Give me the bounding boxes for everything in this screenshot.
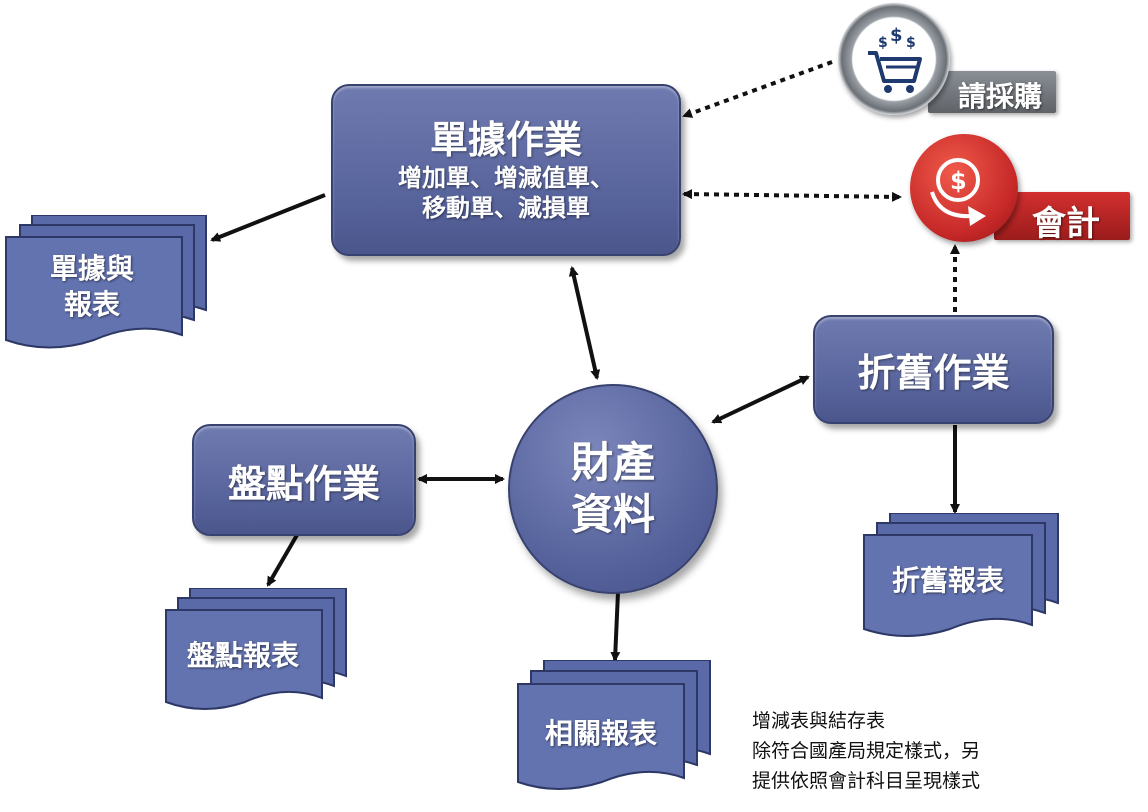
documents-reports-line2: 報表 <box>63 288 120 322</box>
depreciation-ops-title: 折舊作業 <box>857 351 1010 395</box>
svg-text:$: $ <box>906 35 916 51</box>
accounting-label-tag <box>994 192 1130 240</box>
note-line2: 除符合國產局規定樣式，另 <box>752 740 981 762</box>
accounting-node: 會計 $ <box>910 134 1132 246</box>
property-data-line2: 資料 <box>570 490 655 539</box>
note-text: 增減表與結存表 除符合國產局規定樣式，另 提供依照會計科目呈現樣式 <box>752 706 1072 796</box>
documents-ops-title: 單據作業 <box>429 118 582 162</box>
depreciation-report-label: 折舊報表 <box>891 564 1004 597</box>
property-data-circle: 財產 資料 <box>508 384 718 594</box>
purchase-label: 請採購 <box>958 80 1043 113</box>
depreciation-report-icon <box>863 513 1059 637</box>
documents-ops-subtitle-1: 增加單、增減值單、 <box>398 164 614 192</box>
svg-text:$: $ <box>890 25 903 46</box>
svg-text:$: $ <box>950 167 967 195</box>
inventory-report-label: 盤點報表 <box>186 639 299 672</box>
related-reports-label: 相關報表 <box>544 717 657 750</box>
inventory-report-icon <box>165 588 347 710</box>
dollar-coin-icon: $ <box>930 158 986 226</box>
documents-reports-icon <box>5 215 207 349</box>
documents-reports-stack: 單據與 報表 <box>4 215 210 358</box>
documents-reports-label: 單據與 報表 <box>12 251 172 324</box>
arrow-docops-accounting <box>682 189 902 202</box>
arrow-property-to-related <box>610 591 621 662</box>
property-data-line1: 財產 <box>570 438 655 487</box>
depreciation-report-stack: 折舊報表 <box>862 513 1062 646</box>
inventory-report-stack: 盤點報表 <box>164 588 350 718</box>
related-reports-icon <box>517 660 711 790</box>
purchase-node: 請採購 $ $ $ <box>838 3 1058 115</box>
depreciation-ops-box: 折舊作業 <box>813 315 1054 424</box>
inventory-ops-box: 盤點作業 <box>192 424 416 536</box>
note-line1: 增減表與結存表 <box>752 710 886 732</box>
arrow-purchase-to-docops <box>682 60 833 118</box>
documents-ops-subtitle-2: 移動單、減損單 <box>422 194 590 222</box>
related-reports-stack: 相關報表 <box>516 660 714 800</box>
arrow-inventory-to-report <box>266 533 299 587</box>
arrow-property-depreciation <box>711 375 810 424</box>
accounting-label: 會計 <box>1032 204 1100 244</box>
documents-reports-line1: 單據與 <box>49 252 134 285</box>
inventory-ops-title: 盤點作業 <box>227 461 380 506</box>
note-line3: 提供依照會計科目呈現樣式 <box>752 770 981 792</box>
shopping-cart-icon: $ $ $ <box>868 25 922 93</box>
accounting-circle <box>910 134 1018 242</box>
arrow-docops-to-docreport <box>210 193 326 242</box>
purchase-label-tag <box>928 71 1056 113</box>
documents-ops-box: 單據作業 增加單、增減值單、 移動單、減損單 <box>331 84 681 256</box>
svg-text:$: $ <box>878 35 888 51</box>
arrow-docops-property <box>568 266 601 380</box>
